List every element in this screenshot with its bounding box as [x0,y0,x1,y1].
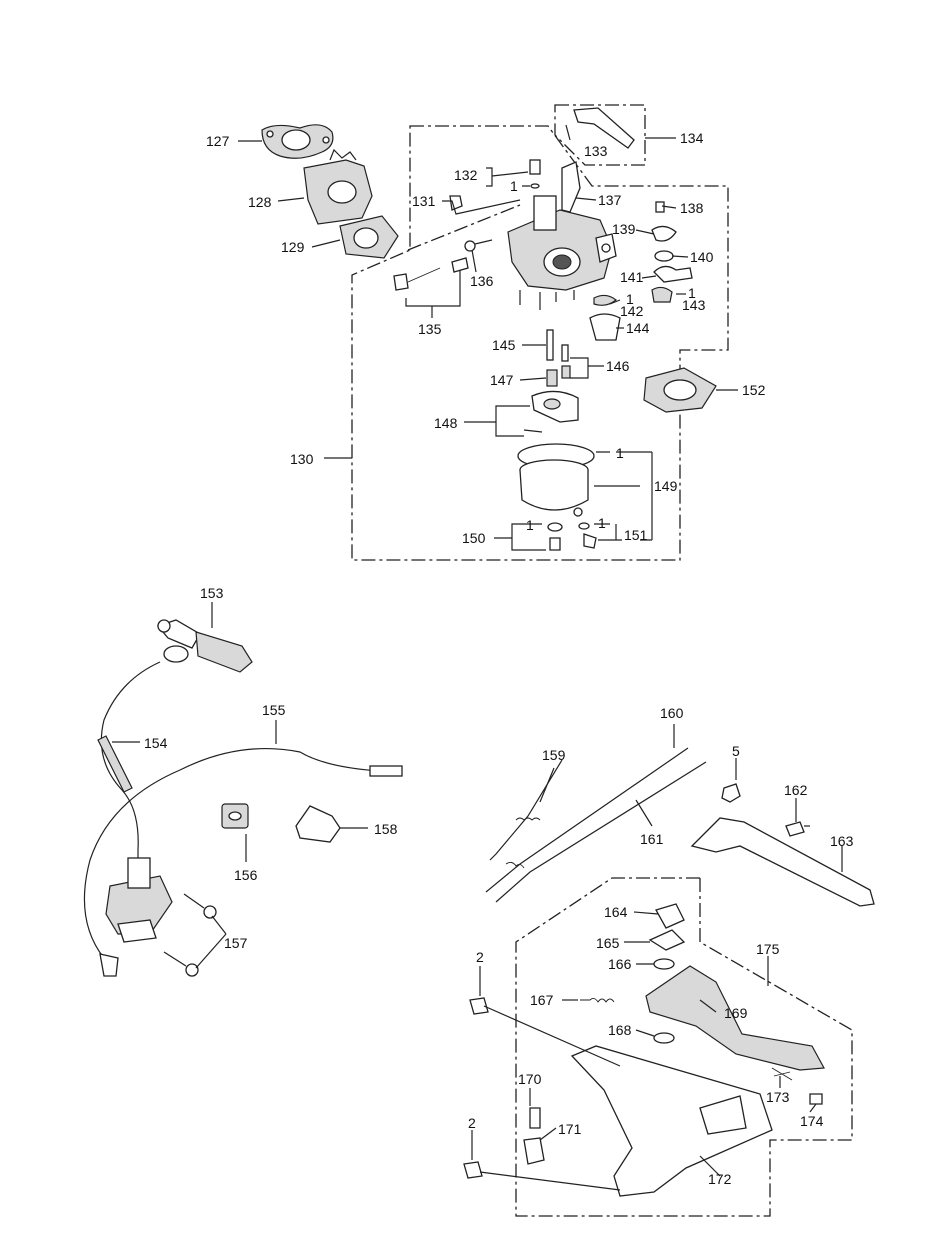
insulator-128 [304,150,372,224]
label-129: 129 [281,239,305,255]
label-143: 143 [682,297,706,313]
label-165: 165 [596,935,620,951]
label-131: 131 [412,193,436,209]
label-148: 148 [434,415,458,431]
label-151: 151 [624,527,648,543]
label-1-151: 1 [598,515,606,531]
label-152: 152 [742,382,766,398]
label-160: 160 [660,705,684,721]
label-150: 150 [462,530,486,546]
label-170: 170 [518,1071,542,1087]
control-group [464,724,874,1216]
label-134: 134 [680,130,704,146]
part-156 [222,804,248,828]
label-128: 128 [248,194,272,210]
ignition-coil [106,858,172,942]
label-168: 168 [608,1022,632,1038]
label-140: 140 [690,249,714,265]
label-146: 146 [606,358,630,374]
label-135: 135 [418,321,442,337]
label-137: 137 [598,192,622,208]
label-171: 171 [558,1121,582,1137]
label-144: 144 [626,320,650,336]
gasket-129 [340,216,398,258]
screw-136 [465,240,492,251]
label-159: 159 [542,747,566,763]
carburetor-body [508,196,616,310]
choke-lever-134 [566,108,634,148]
label-1-150: 1 [526,517,534,533]
label-163: 163 [830,833,854,849]
label-174: 174 [800,1113,824,1129]
label-166: 166 [608,956,632,972]
label-132: 132 [454,167,478,183]
label-2a: 2 [476,949,484,965]
float-bowl-149 [518,444,594,516]
label-155: 155 [262,702,286,718]
label-139: 139 [612,221,636,237]
label-156: 156 [234,867,258,883]
label-162: 162 [784,782,808,798]
screw-131 [450,196,462,210]
float-148 [524,391,578,432]
label-2b: 2 [468,1115,476,1131]
label-167: 167 [530,992,554,1008]
label-153: 153 [200,585,224,601]
label-173: 173 [766,1089,790,1105]
jets-145-147 [547,330,570,386]
screw-132 [530,160,540,188]
ignition-group [84,602,402,976]
label-169: 169 [724,1005,748,1021]
label-158: 158 [374,821,398,837]
label-157: 157 [224,935,248,951]
label-138: 138 [680,200,704,216]
label-161: 161 [640,831,664,847]
label-145: 145 [492,337,516,353]
label-133: 133 [584,143,608,159]
label-142: 142 [620,303,644,319]
label-175: 175 [756,941,780,957]
label-130: 130 [290,451,314,467]
label-127: 127 [206,133,230,149]
label-1-132: 1 [510,178,518,194]
gasket-127 [262,125,333,158]
pilot-screw-135 [394,258,468,290]
bolts-157 [164,894,216,976]
label-136: 136 [470,273,494,289]
label-172: 172 [708,1171,732,1187]
spark-plug-cap-153 [158,620,252,672]
part-144 [590,314,620,340]
label-154: 154 [144,735,168,751]
label-147: 147 [490,372,514,388]
label-1-149: 1 [616,445,624,461]
label-164: 164 [604,904,628,920]
part-158 [296,806,340,842]
label-141: 141 [620,269,644,285]
gasket-152 [644,368,716,412]
part-137 [562,162,580,212]
label-5: 5 [732,743,740,759]
screws-150-151 [548,523,596,550]
label-149: 149 [654,478,678,494]
